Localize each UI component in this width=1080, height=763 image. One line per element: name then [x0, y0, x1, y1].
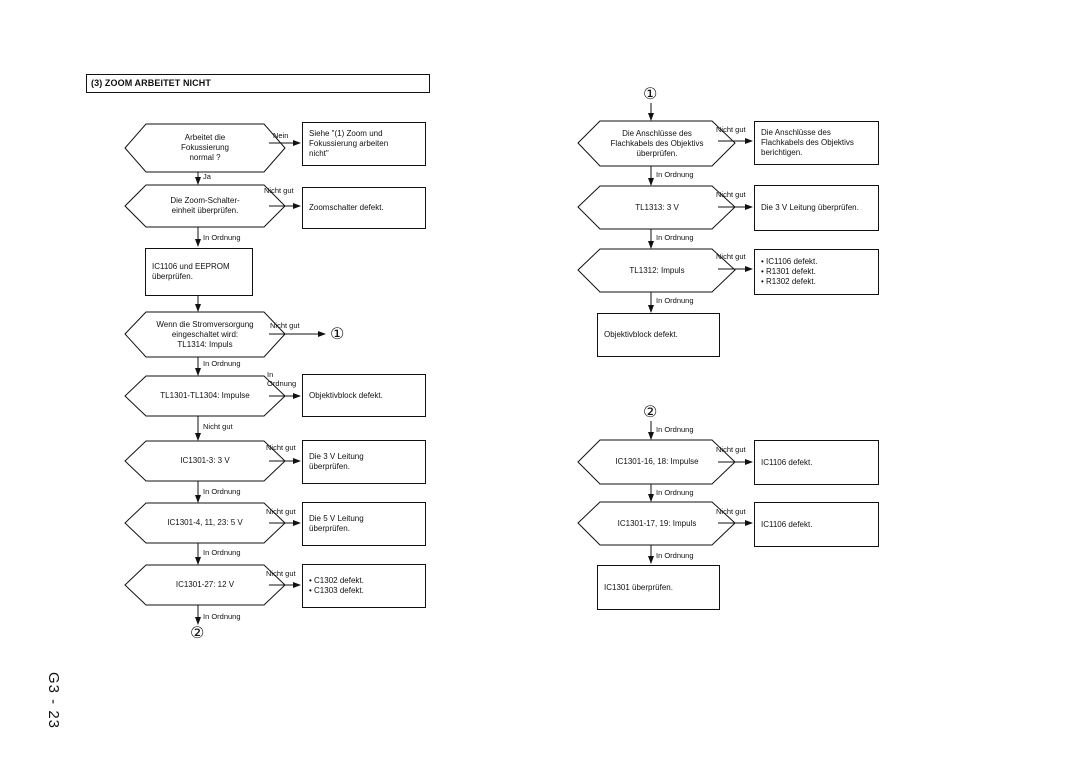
left-label-d6-right: Nicht gut [266, 507, 296, 516]
left-decision-5-text: IC1301-3: 3 V [180, 456, 230, 465]
left-decision-2-text: Die Zoom-Schalter- einheit überprüfen. [170, 196, 240, 215]
header-underline [86, 92, 430, 93]
right-bottom-label-d1-right: Nicht gut [716, 445, 746, 454]
left-label-d2-right: Nicht gut [264, 186, 294, 195]
right-top-decision-3-text: TL1312: Impuls [629, 265, 685, 275]
right-top-decision-2-text: TL1313: 3 V [635, 202, 679, 212]
right-top-label-d1-right: Nicht gut [716, 125, 746, 134]
right-bottom-label-d1-down: In Ordnung [656, 488, 694, 497]
left-label-d7-down: In Ordnung [203, 612, 241, 621]
page-number: G3 - 23 [45, 672, 62, 730]
left-label-d2-down: In Ordnung [203, 233, 241, 242]
left-label-d6-down: In Ordnung [203, 548, 241, 557]
left-result-6: Die 5 V Leitung überprüfen. [302, 502, 426, 546]
left-process-1: IC1106 und EEPROM überprüfen. [145, 248, 253, 296]
left-decision-1-text: Arbeitet die Fokussierung normal ? [180, 133, 230, 162]
right-top-label-d3-right: Nicht gut [716, 252, 746, 261]
left-result-2: Zoomschalter defekt. [302, 187, 426, 229]
left-label-d3-down: In Ordnung [203, 359, 241, 368]
right-top-result-2: Die 3 V Leitung überprüfen. [754, 185, 879, 231]
left-result-1: Siehe "(1) Zoom und Fokussierung arbeite… [302, 122, 426, 166]
right-bottom-decision-1-text: IC1301-16, 18: Impulse [615, 457, 699, 466]
right-bottom-label-top-down: In Ordnung [656, 425, 694, 434]
right-top-process-1: Objektivblock defekt. [597, 313, 720, 357]
left-result-5: Die 3 V Leitung überprüfen. [302, 440, 426, 484]
left-label-d4-right: In Ordnung [267, 370, 297, 388]
connector-1-out: ① [330, 324, 345, 343]
left-decision-1 [124, 123, 286, 173]
right-bottom-process-1: IC1301 überprüfen. [597, 565, 720, 610]
left-result-7: • C1302 defekt. • C1303 defekt. [302, 564, 426, 608]
right-top-label-d2-down: In Ordnung [656, 233, 694, 242]
right-top-result-1: Die Anschlüsse des Flachkabels des Objek… [754, 121, 879, 165]
right-bottom-label-d2-down: In Ordnung [656, 551, 694, 560]
page-number-wrap: G3 - 23 [45, 672, 68, 732]
left-label-d3-right: Nicht gut [270, 321, 300, 330]
connector-2-out: ② [190, 623, 205, 642]
left-decision-6-text: IC1301-4, 11, 23: 5 V [167, 518, 243, 527]
left-decision-7-text: IC1301-27: 12 V [175, 580, 235, 589]
right-top-label-d1-down: In Ordnung [656, 170, 694, 179]
right-top-label-d2-right: Nicht gut [716, 190, 746, 199]
section-title: (3) ZOOM ARBEITET NICHT [91, 78, 211, 88]
left-result-4: Objektivblock defekt. [302, 374, 426, 417]
right-bottom-result-2: IC1106 defekt. [754, 502, 879, 547]
right-top-decision-1 [577, 120, 736, 167]
left-label-nein: Nein [273, 131, 289, 140]
right-top-result-3: • IC1106 defekt. • R1301 defekt. • R1302… [754, 249, 879, 295]
right-bottom-label-d2-right: Nicht gut [716, 507, 746, 516]
right-bottom-decision-2-text: IC1301-17, 19: Impuls [617, 518, 697, 528]
left-label-d5-right: Nicht gut [266, 443, 296, 452]
right-top-decision-3 [577, 248, 736, 293]
left-label-d7-right: Nicht gut [266, 569, 296, 578]
connector-2-in: ② [643, 402, 658, 421]
right-bottom-result-1: IC1106 defekt. [754, 440, 879, 485]
left-label-ja: Ja [203, 172, 211, 181]
left-label-d4-down: Nicht gut [203, 422, 233, 431]
left-decision-4-text: TL1301-TL1304: Impulse [160, 391, 250, 400]
section-header: (3) ZOOM ARBEITET NICHT [86, 74, 430, 93]
right-top-decision-1-text: Die Anschlüsse des Flachkabels des Objek… [610, 128, 704, 158]
right-top-label-d3-down: In Ordnung [656, 296, 694, 305]
connector-1-in: ① [643, 84, 658, 103]
left-label-d5-down: In Ordnung [203, 487, 241, 496]
left-decision-3-text: Wenn die Stromversorgung eingeschaltet w… [156, 319, 254, 349]
